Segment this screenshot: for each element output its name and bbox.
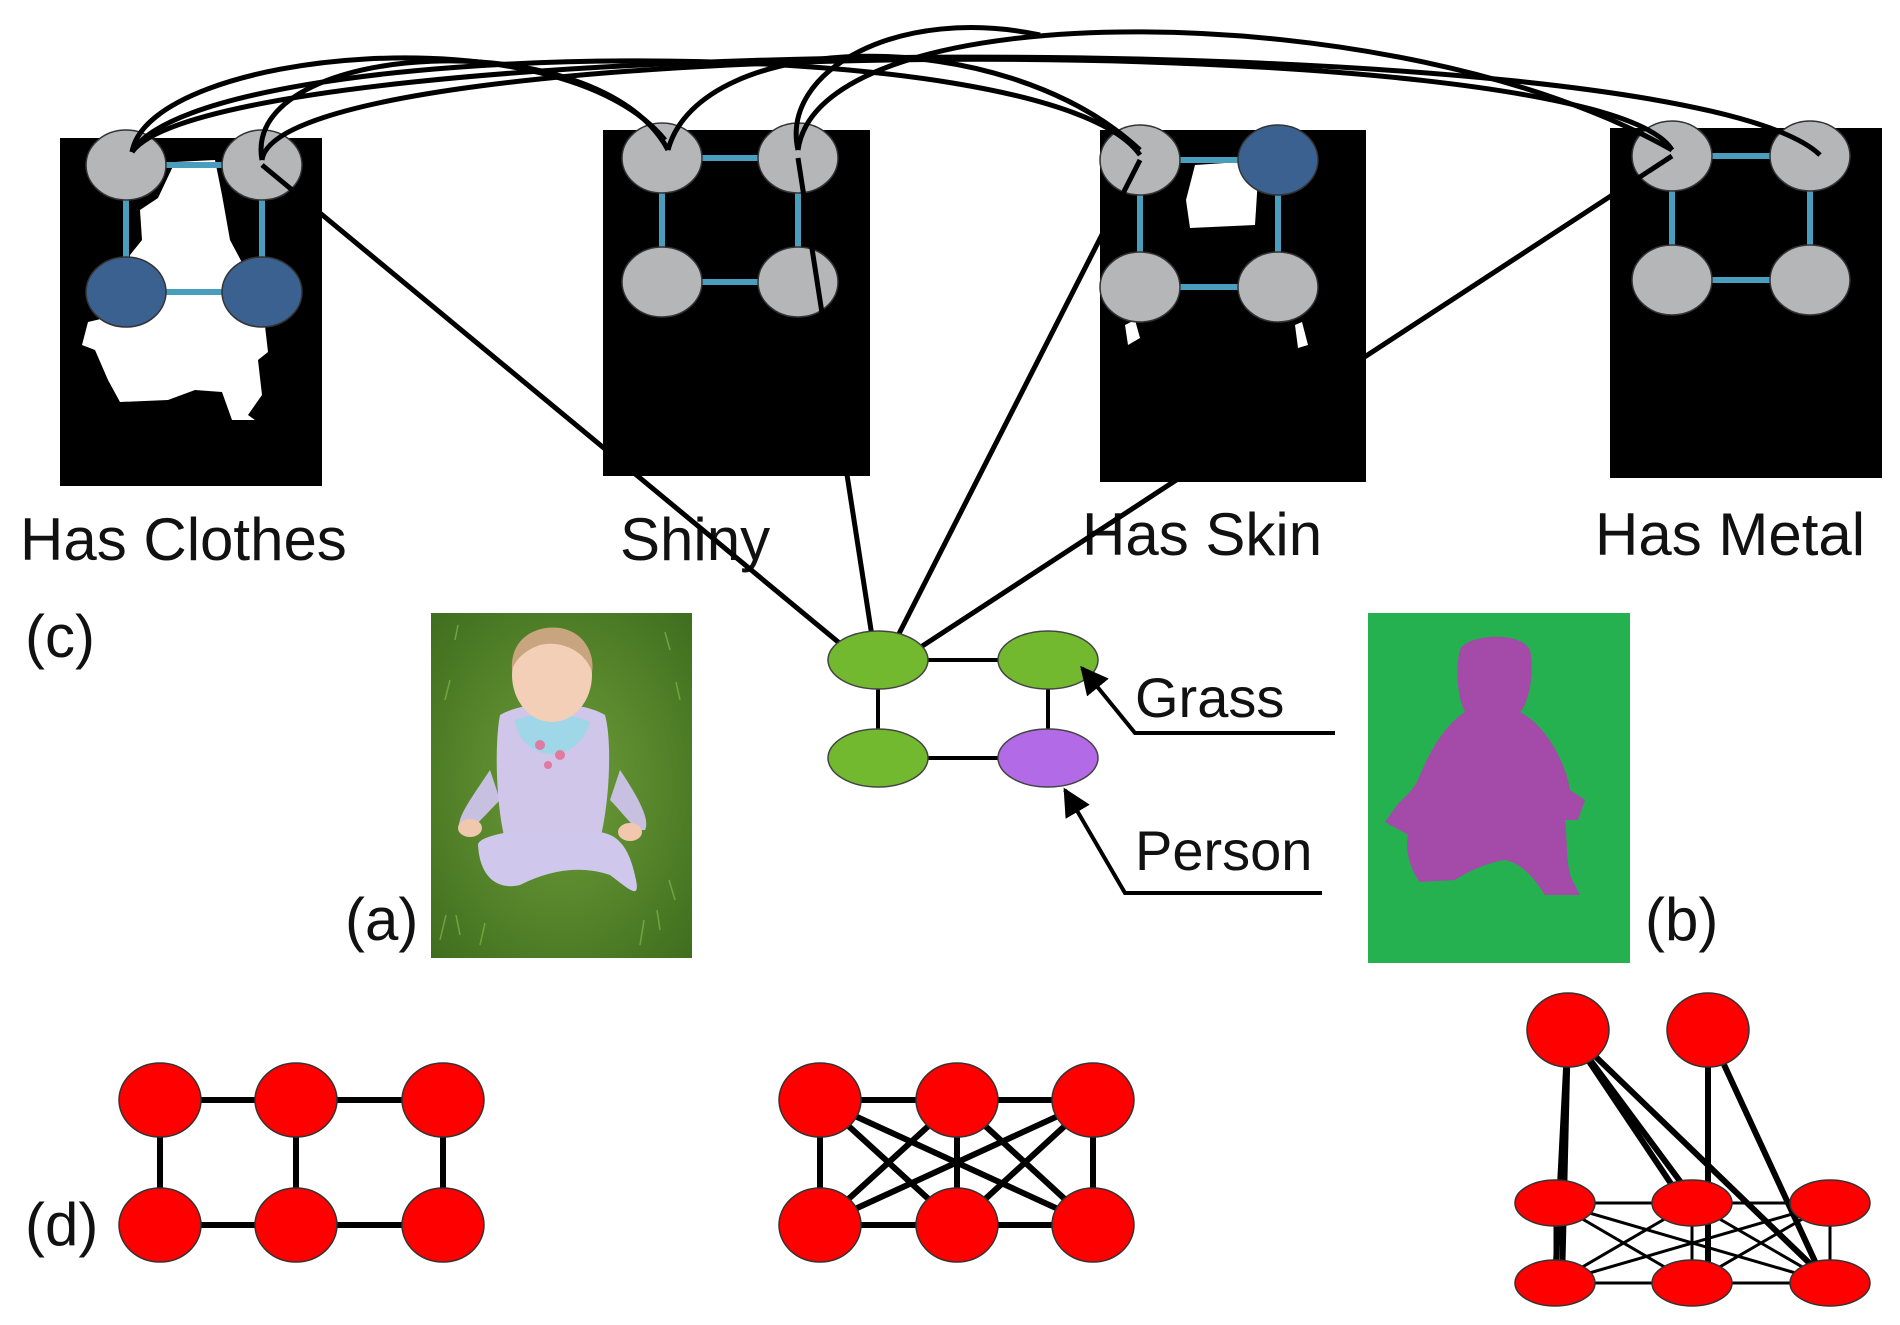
skin-mask-face [1186, 162, 1258, 228]
attribute-node [1099, 251, 1181, 323]
attribute-connection-arcs [129, 25, 1822, 161]
skin-mask-left-hand [1125, 320, 1140, 345]
hierarchical-graph-lower-node [1789, 1179, 1871, 1227]
hierarchical-graph-lower-node [1789, 1259, 1871, 1307]
photo-grass-texture [439, 624, 681, 946]
dense-graph-node [915, 1187, 999, 1263]
segmentation-panel [1368, 613, 1630, 963]
grid-graph-node [401, 1062, 485, 1138]
attribute-node [1237, 251, 1319, 323]
attribute-node [85, 129, 167, 201]
grid-graph-node [254, 1062, 338, 1138]
attribute-panel-shiny: Shiny [603, 122, 870, 573]
dense-graph [778, 1062, 1135, 1263]
segmentation-person-silhouette [1385, 636, 1585, 895]
panel-label-b: (b) [1645, 886, 1718, 953]
attribute-label-shiny: Shiny [620, 506, 770, 573]
grid-graph-node [401, 1187, 485, 1263]
attribute-node [621, 246, 703, 318]
attribute-panel-has-metal: Has Metal [1595, 120, 1882, 568]
attribute-panel-has-skin: Has Skin [1082, 124, 1366, 568]
grid-graph [118, 1062, 485, 1263]
dense-graph-node [1051, 1187, 1135, 1263]
hierarchical-graph-lower-node [1514, 1259, 1596, 1307]
grass-callout [1080, 665, 1335, 735]
object-node-grass [997, 630, 1099, 690]
attribute-label-has-skin: Has Skin [1082, 501, 1322, 568]
hierarchical-graph [1514, 992, 1871, 1307]
panel-label-d: (d) [25, 1191, 98, 1258]
panel-label-c: (c) [25, 603, 95, 670]
hierarchical-graph-upper-node [1526, 992, 1610, 1068]
skin-mask-right-hand [1295, 322, 1308, 348]
baby-figure [458, 627, 647, 892]
hierarchical-graph-lower-node [1514, 1179, 1596, 1227]
attribute-node [1237, 124, 1319, 196]
attribute-node [1631, 244, 1713, 316]
attribute-node [1769, 244, 1851, 316]
attribute-panel-has-clothes: Has Clothes [20, 129, 347, 573]
class-label-person: Person [1135, 819, 1312, 882]
class-label-grass: Grass [1135, 666, 1284, 729]
grid-graph-node [118, 1062, 202, 1138]
person-callout [1063, 787, 1322, 895]
object-node-person [997, 728, 1099, 788]
attribute-node [621, 122, 703, 194]
grid-graph-node [118, 1187, 202, 1263]
grid-graph-node [254, 1187, 338, 1263]
input-photo-panel [431, 613, 692, 958]
object-node-grass [827, 728, 929, 788]
dense-graph-node [915, 1062, 999, 1138]
object-to-attribute-lines [260, 153, 1674, 678]
hierarchical-graph-lower-node [1651, 1179, 1733, 1227]
object-node-grass [827, 630, 929, 690]
hierarchical-graph-lower-node [1651, 1259, 1733, 1307]
dense-graph-node [778, 1187, 862, 1263]
attribute-node [221, 256, 303, 328]
attribute-label-has-clothes: Has Clothes [20, 506, 347, 573]
attribute-node [757, 246, 839, 318]
hierarchical-graph-upper-node [1666, 992, 1750, 1068]
dense-graph-node [1051, 1062, 1135, 1138]
object-crf-graph [827, 630, 1099, 788]
panel-label-a: (a) [345, 886, 418, 953]
attribute-node [85, 256, 167, 328]
attribute-label-has-metal: Has Metal [1595, 501, 1865, 568]
dense-graph-node [778, 1062, 862, 1138]
